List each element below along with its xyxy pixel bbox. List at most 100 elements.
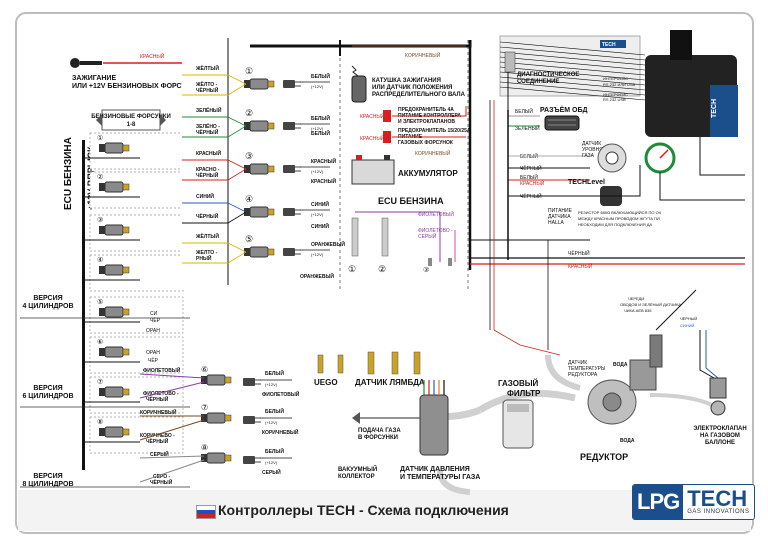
pipe-filter-to-reducer: [478, 390, 576, 413]
ecu-lane-injector-3: [99, 224, 130, 236]
injector-tip: [122, 183, 130, 191]
injector-connector: [99, 226, 105, 234]
injector-connector: [99, 266, 105, 274]
injector-tip: [122, 388, 130, 396]
gas-filter-label-2: ФИЛЬТР: [507, 389, 541, 398]
water-label-1: ВОДА: [613, 362, 628, 368]
lower-left-label-9: ЧЁРНЫЙ: [150, 478, 173, 486]
injector-connector: [244, 80, 250, 88]
ecu-lane-number-7: ⑦: [97, 378, 103, 386]
lower-injector-number-3: ⑧: [201, 443, 208, 452]
hall-label-2: ДАТЧИКА: [548, 214, 571, 220]
right-wire-blue-label: СИНИЙ: [680, 323, 695, 328]
injector-body: [104, 224, 124, 236]
gauge-needle: [659, 149, 669, 159]
harness-line-3: [499, 51, 646, 66]
fuse-15a-label-1: ПРЕДОХРАНИТЕЛЬ 15/20/25А: [398, 128, 471, 134]
ecu-mid-small-sensor-2: [448, 258, 452, 266]
lower-connector-3: [243, 456, 255, 464]
partial-label-3: ОРАН: [146, 328, 160, 334]
reducer-temp-label-1: ДАТЧИК: [568, 360, 587, 366]
lower-left-label-2: ФИОЛЕТОВО -: [143, 391, 179, 397]
ecu-mid-sensor-1: [351, 217, 359, 257]
ecu-lane-box-2: [89, 171, 184, 209]
reducer-label: РЕДУКТОР: [580, 452, 628, 462]
upper-injector-number-4: ④: [245, 194, 253, 204]
injector-body: [104, 264, 124, 276]
lambda-label: ДАТЧИК ЛЯМБДА: [355, 378, 425, 387]
lower-right-sub-1: (+12V): [265, 382, 278, 387]
diag-white-label: БЕЛЫЙ: [515, 107, 533, 115]
ecu-lane-number-1: ①: [97, 134, 103, 142]
ecu-lane-number-5: ⑤: [97, 298, 103, 306]
lower-violet-wire: [139, 373, 205, 379]
reducer-solenoid: [649, 334, 663, 368]
coil-wire-label: КОРИЧНЕВЫЙ: [405, 51, 441, 59]
gas-feed-label-2: В ФОРСУНКИ: [358, 435, 398, 441]
pressure-sensor-label-2: И ТЕМПЕРАТУРЫ ГАЗА: [400, 474, 480, 481]
bottom-red-label: КРАСНЫЙ: [568, 262, 593, 270]
version-6-label-2: 6 ЦИЛИНДРОВ: [22, 393, 73, 400]
coil-label-3: РАСПРЕДЕЛИТЕЛЬНОГО ВАЛА: [372, 92, 466, 98]
injector-tip: [122, 226, 130, 234]
injector-connector: [244, 122, 250, 130]
fuse-4a-label-3: И ЭЛЕКТРОКЛАПАНОВ: [398, 119, 455, 125]
level-label-3: ГАЗА: [582, 153, 595, 159]
bottom-black-label: ЧЁРНЫЙ: [568, 249, 590, 257]
upper-right-label-2: БЕЛЫЙ: [311, 114, 330, 122]
lower-connector-2: [243, 416, 255, 424]
pipe-vacuum: [437, 469, 471, 495]
upper-right-extra-4: ОРАНЖЕВЫЙ: [300, 272, 334, 280]
ecu-lane-injector-4: [99, 264, 130, 276]
upper-left-link-5: [227, 159, 247, 170]
diagnostic-label-2: СОЕДИНЕНИЕ: [517, 79, 559, 85]
gas-level-sensor-dial: [605, 151, 619, 165]
fuse-4a-wire: [392, 106, 467, 117]
ecu-mid-sensor-number-2: ②: [378, 264, 386, 274]
lower-right-label-4: КОРИЧНЕВЫЙ: [262, 428, 299, 436]
ecu-mid-violet-gray-2: СЕРЫЙ: [418, 232, 437, 240]
partial-label-1: СИ: [150, 311, 158, 317]
upper-right-label-3: КРАСНЫЙ: [311, 157, 337, 165]
version-8-label-2: 8 ЦИЛИНДРОВ: [22, 481, 73, 488]
ignition-key-blade: [80, 61, 102, 65]
lower-injector-3: [201, 452, 232, 464]
injector-tip: [267, 165, 275, 173]
injector-connector: [244, 165, 250, 173]
upper-right-extra-3: СИНИЙ: [311, 222, 329, 230]
gas-filter-cap: [507, 404, 529, 412]
lower-left-label-8: СЕРО -: [153, 474, 170, 480]
harness-line-10: [499, 86, 646, 101]
injector-tip: [122, 308, 130, 316]
version-6-label-1: ВЕРСИЯ: [33, 385, 62, 392]
ecu-lane-injector-8: [99, 426, 130, 438]
gas-valve-knob: [710, 400, 726, 416]
lpgtech-logo: LPG TECH GAS INNOVATIONS: [632, 484, 755, 520]
battery-minus-terminal: [384, 155, 390, 160]
injector-body: [206, 412, 226, 424]
ecu-lane-number-8: ⑧: [97, 418, 103, 426]
fuse-4a-label-1: ПРЕДОХРАНИТЕЛЬ 4А: [398, 107, 454, 113]
lower-right-sub-3: (+12V): [265, 460, 278, 465]
reducer-solenoid-wire: [655, 289, 697, 331]
upper-left-link-8: [227, 211, 247, 224]
upper-left-label-2b: ЧЁРНЫЙ: [196, 86, 219, 94]
upper-left-label-3a: ЗЕЛЁНЫЙ: [196, 106, 222, 114]
ecu-lane-number-4: ④: [97, 256, 103, 264]
lower-right-label-2: ФИОЛЕТОВЫЙ: [262, 390, 300, 398]
injector-tip: [122, 428, 130, 436]
note-top-2: ОВОДОВ И ЗЕЛЁНЫЙ ДАТЧИКА: [620, 302, 681, 307]
battery-icon: [351, 159, 395, 185]
injector-tip: [122, 348, 130, 356]
upper-left-link-9: [227, 242, 247, 253]
injector-tip: [267, 248, 275, 256]
fuse-15a-wire-label: КРАСНЫЙ: [360, 134, 385, 142]
injector-connector: [201, 376, 207, 384]
lower-left-label-1: ФИОЛЕТОВЫЙ: [143, 366, 181, 374]
interface2-label-2: RS 232 USB: [603, 97, 626, 102]
gas-feed-label-1: ПОДАЧА ГАЗА: [358, 428, 401, 434]
injector-connector: [244, 208, 250, 216]
upper-injector-number-2: ②: [245, 108, 253, 118]
sensor-white-red-label-1: БЕЛЫЙ: [520, 173, 538, 181]
upper-right-extra-1: БЕЛЫЙ: [311, 129, 330, 137]
